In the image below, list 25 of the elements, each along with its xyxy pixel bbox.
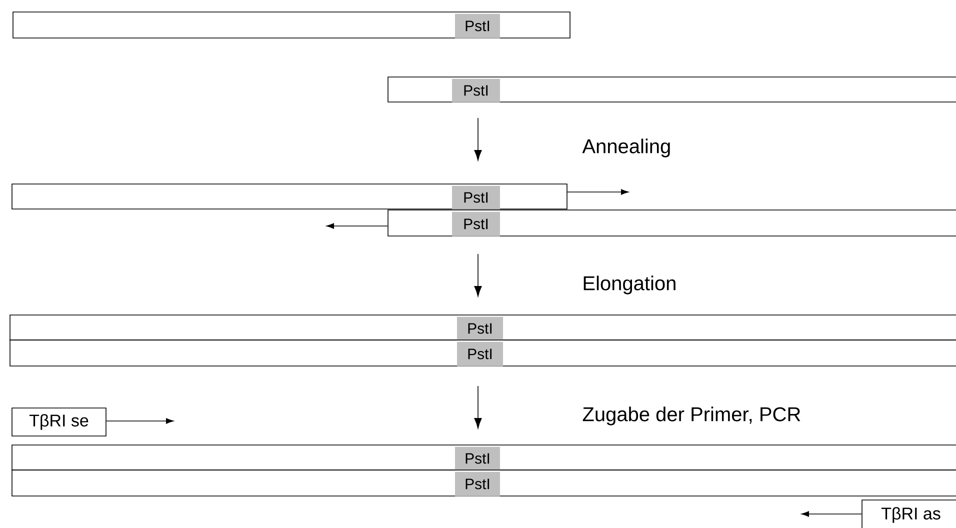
- restriction-site: PstI: [455, 14, 500, 38]
- dna-strand: [388, 210, 956, 236]
- primer-box: TβRI se: [12, 408, 106, 436]
- arrow: [567, 189, 629, 195]
- step-label: Elongation: [584, 276, 676, 294]
- restriction-site: PstI: [457, 342, 503, 366]
- primer-box: TβRI as: [862, 500, 956, 528]
- restriction-site: PstI: [455, 472, 500, 496]
- dna-strand: [12, 444, 956, 470]
- dna-strand: [10, 314, 956, 340]
- arrow: [326, 223, 388, 229]
- restriction-site: PstI: [455, 446, 500, 470]
- dna-strand: [10, 340, 956, 366]
- dna-strand: [12, 470, 956, 496]
- dna-strand: [388, 76, 956, 102]
- restriction-site: PstI: [452, 78, 500, 102]
- arrow: [801, 511, 862, 517]
- dna-strand: [12, 184, 568, 210]
- arrow: [106, 418, 174, 424]
- dna-strand: [12, 12, 570, 38]
- restriction-site: PstI: [452, 186, 500, 210]
- restriction-site: PstI: [457, 316, 503, 340]
- restriction-site: PstI: [452, 212, 500, 236]
- step-label: Annealing: [582, 138, 670, 158]
- step-label: Zugabe der Primer, PCR: [582, 406, 800, 426]
